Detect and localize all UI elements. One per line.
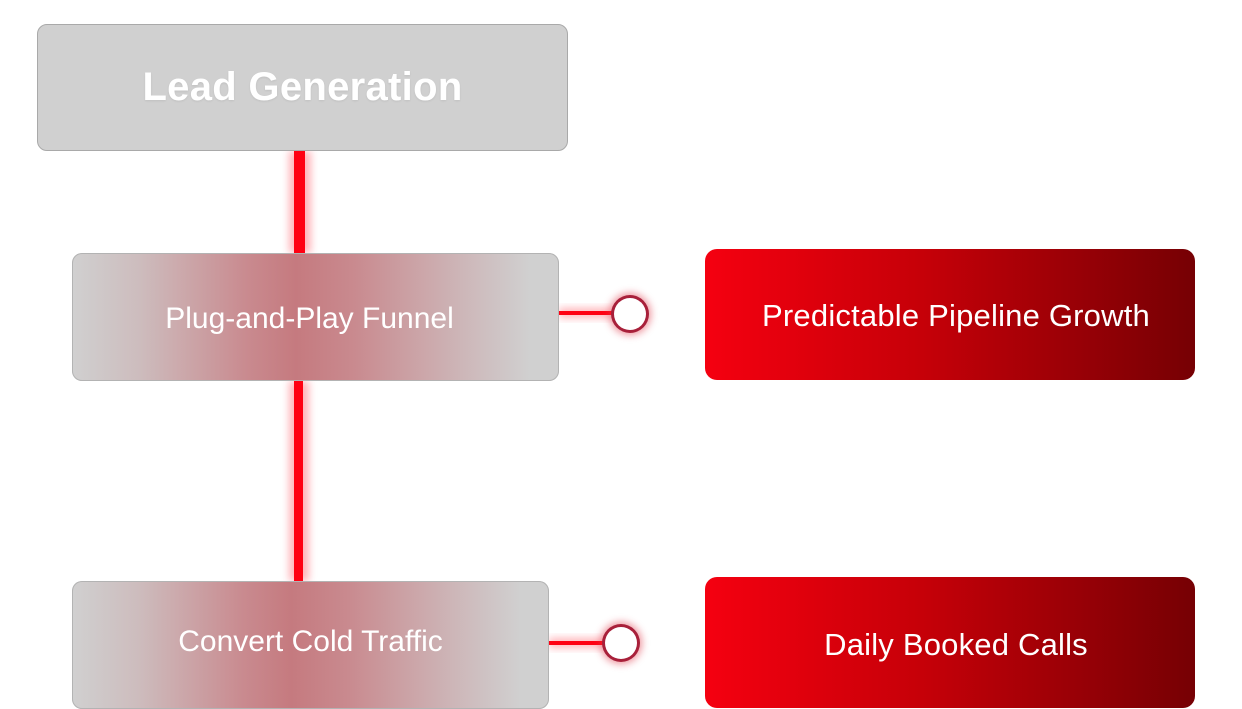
- edge-funnel-pipeline: [559, 308, 613, 318]
- connector-dot-pipeline: [609, 293, 651, 335]
- node-plug-and-play-funnel: Plug-and-Play Funnel: [72, 253, 559, 381]
- node-convert-cold-traffic: Convert Cold Traffic: [72, 581, 549, 709]
- node-convert-cold-traffic-label: Convert Cold Traffic: [178, 625, 443, 658]
- edge-root-funnel: [289, 151, 311, 253]
- node-daily-booked-calls-label: Daily Booked Calls: [824, 626, 1088, 662]
- node-predictable-pipeline-growth: Predictable Pipeline Growth: [705, 249, 1195, 380]
- node-daily-booked-calls: Daily Booked Calls: [705, 577, 1195, 708]
- edge-convert-calls: [549, 638, 605, 648]
- node-plug-and-play-funnel-label: Plug-and-Play Funnel: [165, 302, 454, 335]
- node-predictable-pipeline-growth-label: Predictable Pipeline Growth: [762, 297, 1150, 333]
- connector-dot-calls: [600, 622, 642, 664]
- node-lead-generation: Lead Generation: [37, 24, 568, 151]
- node-lead-generation-label: Lead Generation: [142, 65, 463, 109]
- edge-funnel-convert: [289, 381, 309, 581]
